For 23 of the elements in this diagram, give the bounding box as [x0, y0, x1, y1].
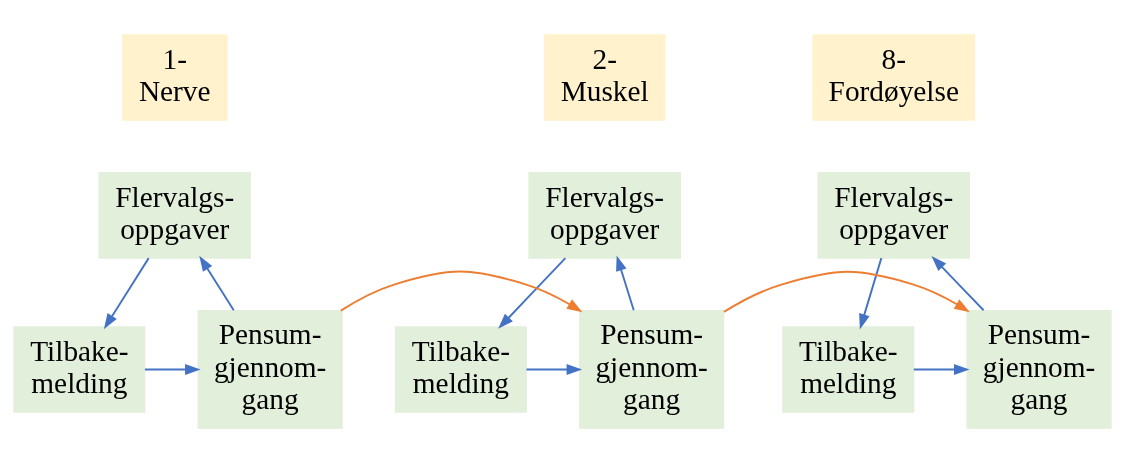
node-box: Flervalgs- oppgaver	[817, 172, 971, 259]
node-box: Pensum- gjennom- gang	[579, 310, 725, 429]
arrow	[339, 270, 583, 313]
arrow	[144, 364, 201, 375]
arrow	[722, 270, 970, 313]
node-box: Flervalgs- oppgaver	[528, 172, 681, 259]
node-box: Pensum- gjennom- gang	[966, 310, 1112, 429]
arrow	[103, 257, 150, 330]
arrow	[912, 364, 970, 375]
node-box: 2- Muskel	[543, 34, 666, 121]
node-box: Pensum- gjennom- gang	[197, 310, 343, 429]
arrow	[498, 257, 567, 329]
arrow	[931, 256, 985, 312]
arrow	[525, 364, 583, 375]
node-box: 1- Nerve	[121, 34, 228, 121]
arrow	[616, 255, 635, 312]
node-box: 8- Fordøyelse	[812, 34, 976, 121]
node-box: Tilbake- melding	[394, 326, 527, 413]
arrow	[859, 257, 883, 330]
node-box: Flervalgs- oppgaver	[98, 172, 252, 259]
arrow	[199, 255, 235, 312]
node-box: Tilbake- melding	[782, 326, 915, 413]
node-box: Tilbake- melding	[13, 326, 146, 413]
